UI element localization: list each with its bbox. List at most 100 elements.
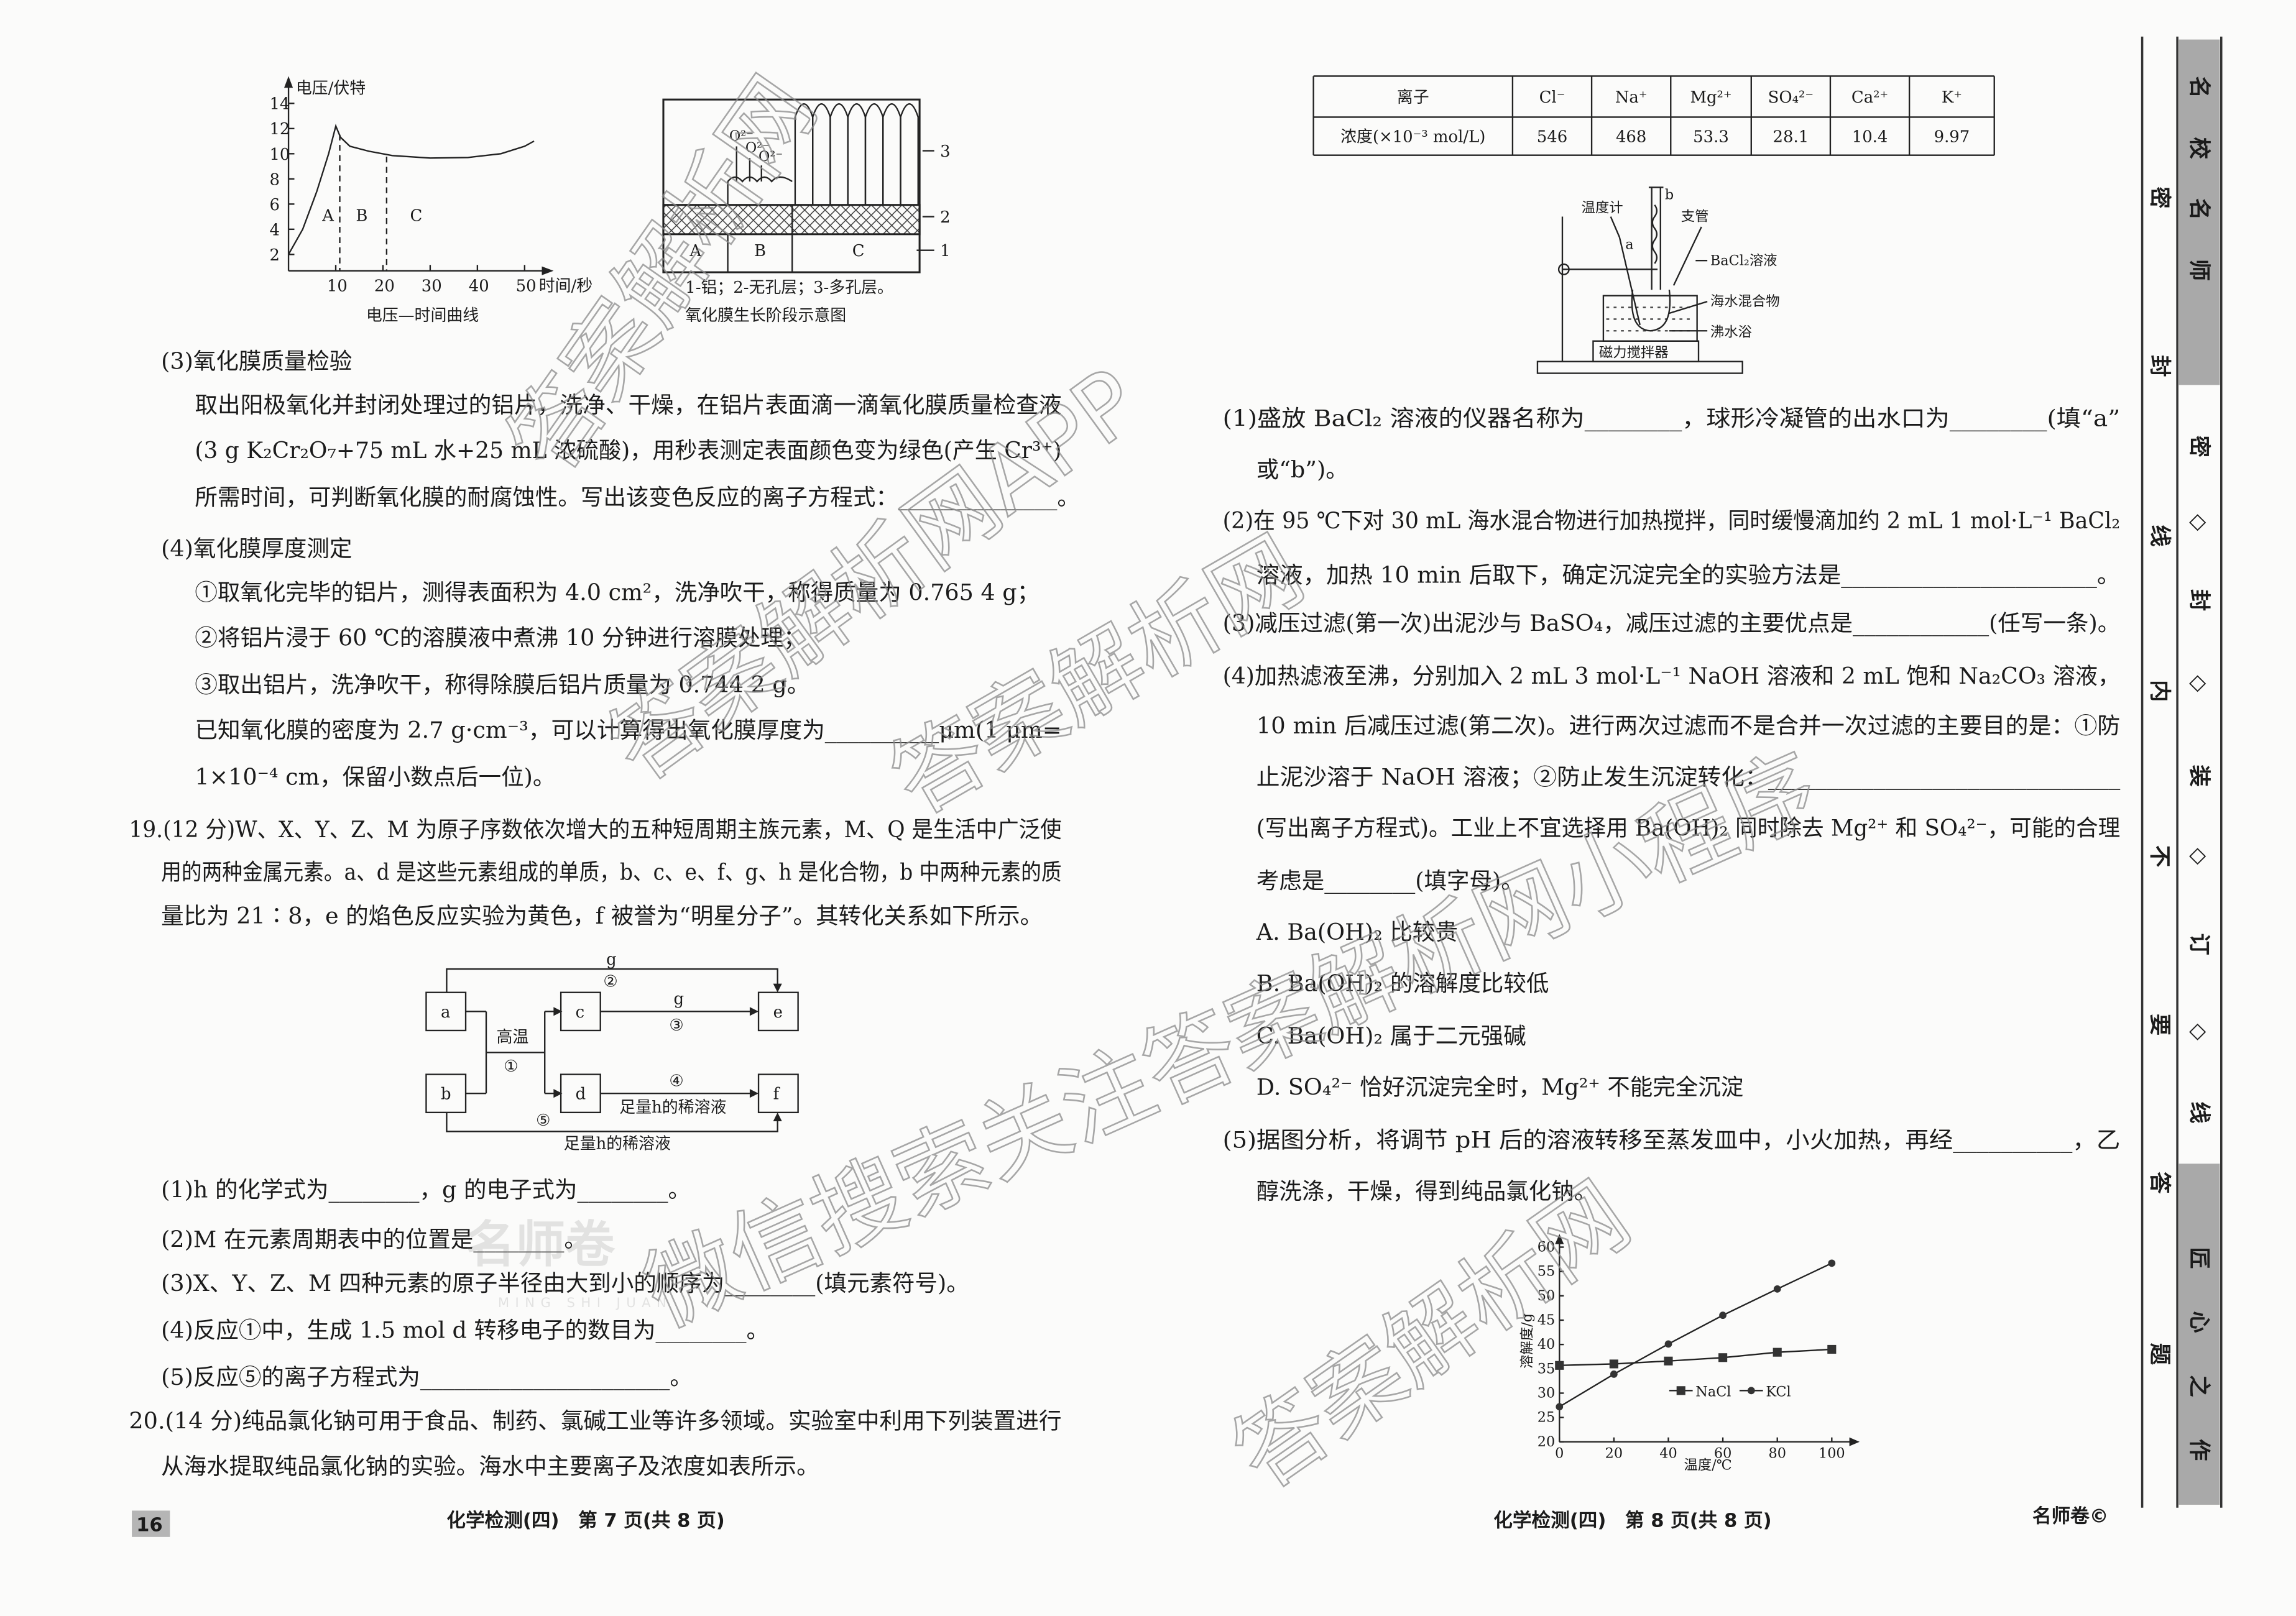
left-column-text: (3)氧化膜质量检验取出阳极氧化并封闭处理过的铝片，洗净、干燥，在铝片表面滴一滴… xyxy=(129,347,1079,1479)
logo-text: 名师卷 xyxy=(466,1216,615,1274)
x-tick-label: 100 xyxy=(1819,1446,1845,1462)
x-tick-label: 20 xyxy=(1605,1446,1623,1462)
data-point xyxy=(1719,1311,1727,1320)
text-line: (1)h 的化学式为________，g 的电子式为________。 xyxy=(161,1176,691,1203)
text-line: B. Ba(OH)₂ 的溶解度比较低 xyxy=(1256,970,1549,996)
text-line: (4)加热滤液至沸，分别加入 2 mL 3 mol·L⁻¹ NaOH 溶液和 2… xyxy=(1223,663,2121,689)
text-line: 所需时间，可判断氧化膜的耐腐蚀性。写出该变色反应的离子方程式：_________… xyxy=(195,484,1080,512)
strip-warning-char: 不 xyxy=(2147,845,2172,867)
y-tick-label: 14 xyxy=(269,95,290,114)
data-point xyxy=(1718,1353,1728,1362)
x-tick-label: 20 xyxy=(374,277,395,296)
region-b: B xyxy=(754,242,766,260)
text-line: 量比为 21∶8，e 的焰色反应实验为黄色，f 被誉为“明星分子”。其转化关系如… xyxy=(161,902,1043,929)
layer-mark-1: 1 xyxy=(940,242,950,260)
y-axis-label: 溶解度/g xyxy=(1519,1313,1536,1369)
strip-warning-char: 题 xyxy=(2147,1343,2172,1366)
strip-seal-char: 线 xyxy=(2187,1101,2212,1123)
text-line: (4)氧化膜厚度测定 xyxy=(161,535,352,562)
figure-caption: 电压—时间曲线 xyxy=(366,306,479,325)
strip-seal-char: 订 xyxy=(2187,933,2212,955)
table-cell: 9.97 xyxy=(1934,127,1970,146)
table-header-cell: Mg²⁺ xyxy=(1690,88,1731,107)
text-line: 醇洗涤，干燥，得到纯品氯化钠。 xyxy=(1256,1178,1597,1205)
x-tick-label: 40 xyxy=(469,277,489,296)
strip-warning-char: 要 xyxy=(2147,1014,2172,1035)
y-tick-label: 35 xyxy=(1538,1361,1555,1377)
legend: NaCl KCl xyxy=(1669,1384,1791,1400)
x-tick-label: 80 xyxy=(1768,1446,1786,1462)
node-label: c xyxy=(576,1003,585,1022)
text-line: (2)在 95 ℃下对 30 mL 海水混合物进行加热搅拌，同时缓慢滴加约 2 … xyxy=(1223,507,2121,534)
y-axis-arrow-icon xyxy=(284,76,293,88)
page-badge xyxy=(132,1510,170,1537)
r4-num: ④ xyxy=(669,1072,683,1090)
condition-num: ① xyxy=(504,1057,518,1076)
x-tick-label: 40 xyxy=(1659,1446,1677,1462)
text-line: 考虑是________(填字母)。 xyxy=(1256,868,1524,895)
watermark-text: 答案解析网 xyxy=(1215,1162,1648,1509)
r5-label: 足量h的稀溶液 xyxy=(564,1135,671,1154)
table-cell: 468 xyxy=(1616,127,1646,146)
figure-caption: 氧化膜生长阶段示意图 xyxy=(685,306,846,325)
right-column-text: (1)盛放 BaCl₂ 溶液的仪器名称为________，球形冷凝管的出水口为_… xyxy=(1223,405,2121,1204)
x-tick-label: 30 xyxy=(422,277,442,296)
y-tick-label: 6 xyxy=(269,196,279,214)
page-badge-number: 16 xyxy=(136,1514,163,1536)
y-tick-label: 2 xyxy=(269,246,279,265)
text-line: C. Ba(OH)₂ 属于二元强碱 xyxy=(1256,1022,1526,1049)
table-cell: 浓度(×10⁻³ mol/L) xyxy=(1340,127,1485,146)
data-point xyxy=(1773,1347,1782,1357)
legend-marker-square xyxy=(1676,1386,1685,1395)
text-line: (3)氧化膜质量检验 xyxy=(161,347,352,374)
condition-label: 高温 xyxy=(496,1028,528,1047)
text-line: 20.(14 分)纯品氯化钠可用于食品、制药、氯碱工业等许多领域。实验室中利用下… xyxy=(129,1408,1061,1435)
y-tick-label: 12 xyxy=(269,120,290,139)
text-line: 或“b”)。 xyxy=(1256,456,1349,483)
text-line: 用的两种金属元素。a、d 是这些元素组成的单质，b、c、e、f、g、h 是化合物… xyxy=(161,858,1061,885)
strip-seal-char: 密 xyxy=(2187,436,2212,457)
table-cell: 28.1 xyxy=(1773,127,1809,146)
footer-page-7: 化学检测(四) 第 7 页(共 8 页) xyxy=(446,1509,724,1531)
brand-mark: 名师卷© xyxy=(2032,1505,2108,1527)
x-axis-label: 时间/秒 xyxy=(539,277,592,296)
text-line: (3)X、Y、Z、M 四种元素的原子半径由大到小的顺序为________(填元素… xyxy=(161,1270,969,1297)
top-num: ② xyxy=(603,972,617,991)
y-tick-label: 40 xyxy=(1538,1336,1555,1352)
side-tube-label: 支管 xyxy=(1681,209,1709,225)
strip-warning-char: 封 xyxy=(2147,355,2172,377)
x-tick-label: 50 xyxy=(516,277,537,296)
table-header-cell: Na⁺ xyxy=(1615,88,1648,107)
clamp-icon xyxy=(1557,263,1570,275)
text-line: ③取出铝片，洗净吹干，称得除膜后铝片质量为 0.744 2 g。 xyxy=(195,671,809,698)
text-line: 止泥沙溶于 NaOH 溶液；②防止发生沉淀转化：________________… xyxy=(1256,763,2121,791)
text-line: (3)减压过滤(第一次)出泥沙与 BaSO₄，减压过滤的主要优点是_______… xyxy=(1223,610,2121,637)
region-a: A xyxy=(689,242,701,260)
strip-seal-char: ◇ xyxy=(2187,675,2212,692)
strip-seal-char: ◇ xyxy=(2187,1024,2212,1041)
r4-label: 足量h的稀溶液 xyxy=(619,1098,726,1117)
outlet-b-label: b xyxy=(1665,186,1674,203)
text-line: 溶液，加热 10 min 后取下，确定沉淀完全的实验方法是___________… xyxy=(1256,561,2120,589)
text-line: 取出阳极氧化并封闭处理过的铝片，洗净、干燥，在铝片表面滴一滴氧化膜质量检查液 xyxy=(195,392,1061,418)
text-line: A. Ba(OH)₂ 比较贵 xyxy=(1256,919,1458,945)
x-axis-arrow-icon xyxy=(1849,1437,1860,1446)
text-line: (5)据图分析，将调节 pH 后的溶液转移至蒸发皿中，小火加热，再经______… xyxy=(1223,1126,2121,1154)
strip-warning-char: 内 xyxy=(2147,680,2172,702)
stirrer-label: 磁力搅拌器 xyxy=(1599,345,1669,361)
top-label: g xyxy=(606,950,617,969)
node-label: d xyxy=(576,1085,586,1104)
data-point xyxy=(1556,1403,1564,1411)
table-header-cell: Cl⁻ xyxy=(1539,88,1565,107)
y-tick-label: 4 xyxy=(269,221,279,239)
region-c: C xyxy=(852,242,865,260)
table-cell: 546 xyxy=(1537,127,1567,146)
y-tick-label: 50 xyxy=(1538,1288,1555,1304)
table-header-cell: SO₄²⁻ xyxy=(1768,88,1814,107)
legend-marker-circle xyxy=(1747,1387,1755,1395)
legend-kcl: KCl xyxy=(1766,1384,1791,1400)
